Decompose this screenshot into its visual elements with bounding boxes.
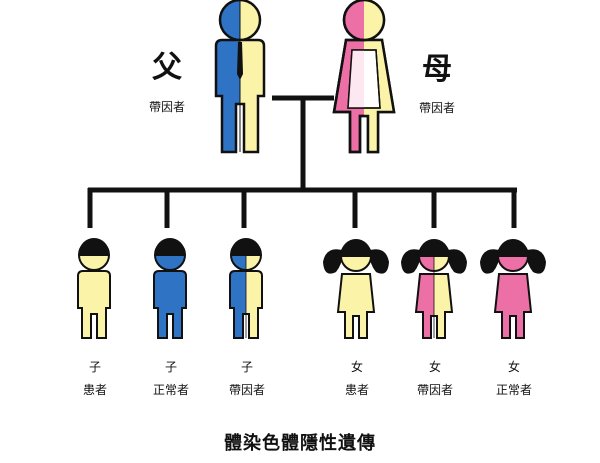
father-figure <box>214 0 266 154</box>
child-4-figure <box>323 239 389 339</box>
child-4-gender: 女 <box>350 360 363 374</box>
child-5-gender: 女 <box>428 360 441 374</box>
child-1-status: 患者 <box>82 383 107 397</box>
child-3-gender: 子 <box>240 360 253 374</box>
child-2-figure <box>153 238 187 339</box>
child-2-status: 正常者 <box>152 383 189 397</box>
child-4-status: 患者 <box>344 383 369 397</box>
child-6-gender: 女 <box>507 360 520 374</box>
child-6-figure <box>480 239 546 339</box>
mother-status: 帶因者 <box>418 101 455 115</box>
child-1-figure <box>77 238 111 339</box>
child-5-status: 帶因者 <box>416 383 453 397</box>
child-3-figure <box>229 238 263 339</box>
diagram-caption: 體染色體隱性遺傳 <box>224 433 376 454</box>
child-2-gender: 子 <box>164 360 177 374</box>
mother-title: 母 <box>422 52 452 87</box>
father-title: 父 <box>152 50 182 85</box>
child-3-status: 帶因者 <box>228 383 265 397</box>
child-6-status: 正常者 <box>495 383 532 397</box>
child-5-figure <box>401 239 467 339</box>
father-status: 帶因者 <box>148 100 185 114</box>
child-1-gender: 子 <box>88 360 101 374</box>
pedigree-connectors <box>87 95 517 228</box>
mother-figure <box>332 0 396 154</box>
